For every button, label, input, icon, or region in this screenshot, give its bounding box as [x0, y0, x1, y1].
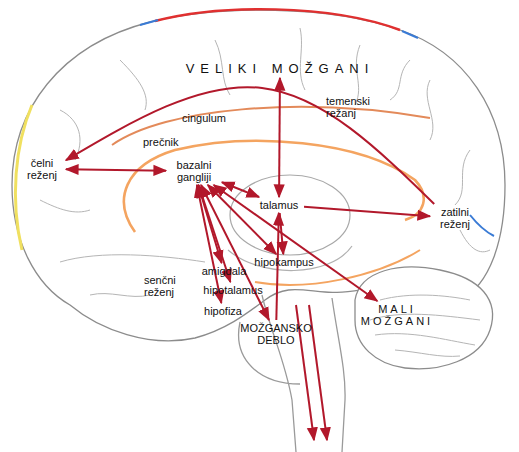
- pathway-arrow: [66, 87, 434, 204]
- pathway-arrow: [208, 185, 276, 254]
- region-name: VELIKI MOŽGANI: [160, 62, 400, 76]
- part-label: temenski režanj: [326, 95, 382, 119]
- cerebellum-outline: [355, 267, 493, 369]
- region-name: MALI MOŽGANI: [356, 303, 438, 327]
- pathway-arrow: [66, 169, 166, 170]
- part-label: prečnik: [143, 136, 193, 148]
- region-label: VELIKI MOŽGANI: [160, 62, 400, 76]
- region-name: hipokampus: [252, 256, 316, 268]
- hippocampus-curve: [228, 246, 352, 271]
- brainstem-outline: [239, 295, 345, 452]
- region-name: čelni reženj: [20, 157, 64, 181]
- cortex-blue-edge: [140, 20, 494, 236]
- pathway-arrow: [278, 78, 281, 197]
- region-label: zatilni reženj: [432, 206, 478, 230]
- region-label: talamus: [256, 199, 302, 211]
- region-name: MOŽGANSKO DEBLO: [236, 322, 316, 346]
- region-label: MOŽGANSKO DEBLO: [236, 322, 316, 346]
- region-label: hipotalamus: [200, 284, 266, 296]
- region-name: hipofiza: [198, 305, 248, 317]
- region-name: zatilni reženj: [432, 206, 478, 230]
- gyrus-lines: [40, 28, 490, 296]
- pathway-arrow: [201, 185, 269, 320]
- region-label: bazalni gangliji: [168, 159, 220, 183]
- pathway-arrow: [304, 207, 430, 216]
- region-label: hipokampus: [252, 256, 316, 268]
- pathway-arrow: [214, 185, 378, 301]
- motor-cortex-edge: [155, 9, 400, 30]
- corpus-callosum: [124, 141, 424, 232]
- thalamus-outline: [230, 175, 350, 255]
- region-name: hipotalamus: [200, 284, 266, 296]
- region-name: bazalni gangliji: [168, 159, 220, 183]
- part-label: senčni reženj: [144, 274, 192, 298]
- region-label: MALI MOŽGANI: [356, 303, 438, 327]
- region-label: amigdala: [198, 265, 250, 277]
- region-label: čelni reženj: [20, 157, 64, 181]
- region-name: talamus: [256, 199, 302, 211]
- region-label: hipofiza: [198, 305, 248, 317]
- region-name: amigdala: [198, 265, 250, 277]
- part-label: cingulum: [182, 112, 242, 124]
- pathway-arrow: [280, 213, 284, 254]
